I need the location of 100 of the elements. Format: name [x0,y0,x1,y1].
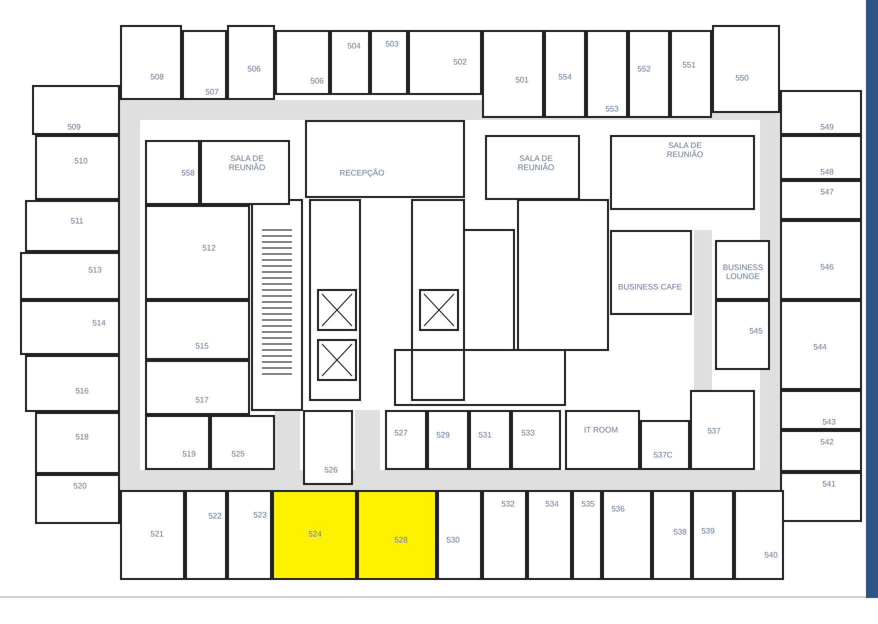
room-label: 506 [247,64,261,74]
room [780,180,862,220]
room-label: 503 [385,40,399,48]
room-label: 513 [88,266,102,274]
room-label: 527 [394,428,408,438]
room-label: BUSINESS CAFE [616,282,683,292]
room [120,25,182,100]
room [210,415,275,470]
room [565,410,640,470]
room [20,252,120,300]
room [692,490,734,580]
room-label: 529 [436,430,450,440]
room [227,490,272,580]
room [200,140,290,205]
room-label: 548 [820,168,834,176]
room [185,490,227,580]
room-label: 534 [545,500,559,508]
room-label: 518 [75,432,89,442]
room [437,490,482,580]
room-label: 514 [92,318,106,328]
room [602,490,652,580]
room-label: SALA DE REUNIÃO [228,154,266,172]
room-label: 538 [673,528,687,536]
room-label: 502 [453,58,467,66]
room [275,30,330,95]
room-label: BUSINESS LOUNGE [722,263,764,281]
room-label: 508 [150,72,164,82]
room-label: 542 [820,438,834,446]
room [482,30,544,118]
room [640,420,690,470]
room-label: 509 [67,122,81,132]
room [330,30,370,95]
room [385,410,427,470]
room-label: 541 [822,480,836,488]
room-label: 517 [195,396,209,404]
room [469,410,511,470]
room-label: 544 [813,342,827,352]
room [780,220,862,300]
room [715,300,770,370]
room [780,135,862,180]
room-label: 543 [822,418,836,426]
room-label: 516 [75,386,89,396]
room [715,240,770,300]
room [652,490,692,580]
room-label: 537 [707,426,721,436]
room [427,410,469,470]
room-label: 533 [521,428,535,438]
room-label: 521 [150,530,164,538]
room-label: 539 [701,526,715,536]
room-label: 525 [231,450,245,458]
room-label: SALA DE REUNIÃO [666,141,704,159]
room-label: 507 [205,88,219,96]
room [357,490,437,580]
room-label: 510 [74,156,88,166]
room [370,30,408,95]
room [482,490,527,580]
room-label: 551 [682,60,696,70]
room [586,30,628,118]
room-label: 537C [653,450,673,460]
room [780,472,862,522]
room-label: 530 [446,536,460,544]
room-label: 512 [202,244,216,252]
room-label: 558 [181,168,195,178]
room-label: 549 [820,122,834,132]
room [272,490,357,580]
room [35,412,120,474]
room-label: 546 [820,262,834,272]
room [35,474,120,524]
room-label: 524 [308,530,322,538]
room [32,85,120,135]
room [25,200,120,252]
room-label: 501 [515,76,529,84]
room [25,355,120,412]
room-label: 540 [764,550,778,560]
room-label: SALA DE REUNIÃO [516,154,556,172]
room-label: 520 [73,482,87,490]
room-label: 506 [310,76,324,86]
room-label: 523 [253,510,267,520]
room [734,490,784,580]
room [780,430,862,472]
room [628,30,670,118]
room-label: 553 [605,104,619,114]
room-label: 547 [820,188,834,196]
room [690,390,755,470]
room-label: 535 [581,500,595,508]
room-label: 536 [611,504,625,514]
room-label: 504 [347,42,361,50]
room [610,230,692,315]
room [780,300,862,390]
room-label: 519 [182,450,196,458]
room [145,205,250,300]
room [120,490,185,580]
room [227,25,275,100]
room [572,490,602,580]
room [35,135,120,200]
room-label: 526 [324,466,338,474]
room-label: 554 [558,72,572,82]
room-label: 515 [195,342,209,350]
room [485,135,580,200]
room [712,25,780,113]
